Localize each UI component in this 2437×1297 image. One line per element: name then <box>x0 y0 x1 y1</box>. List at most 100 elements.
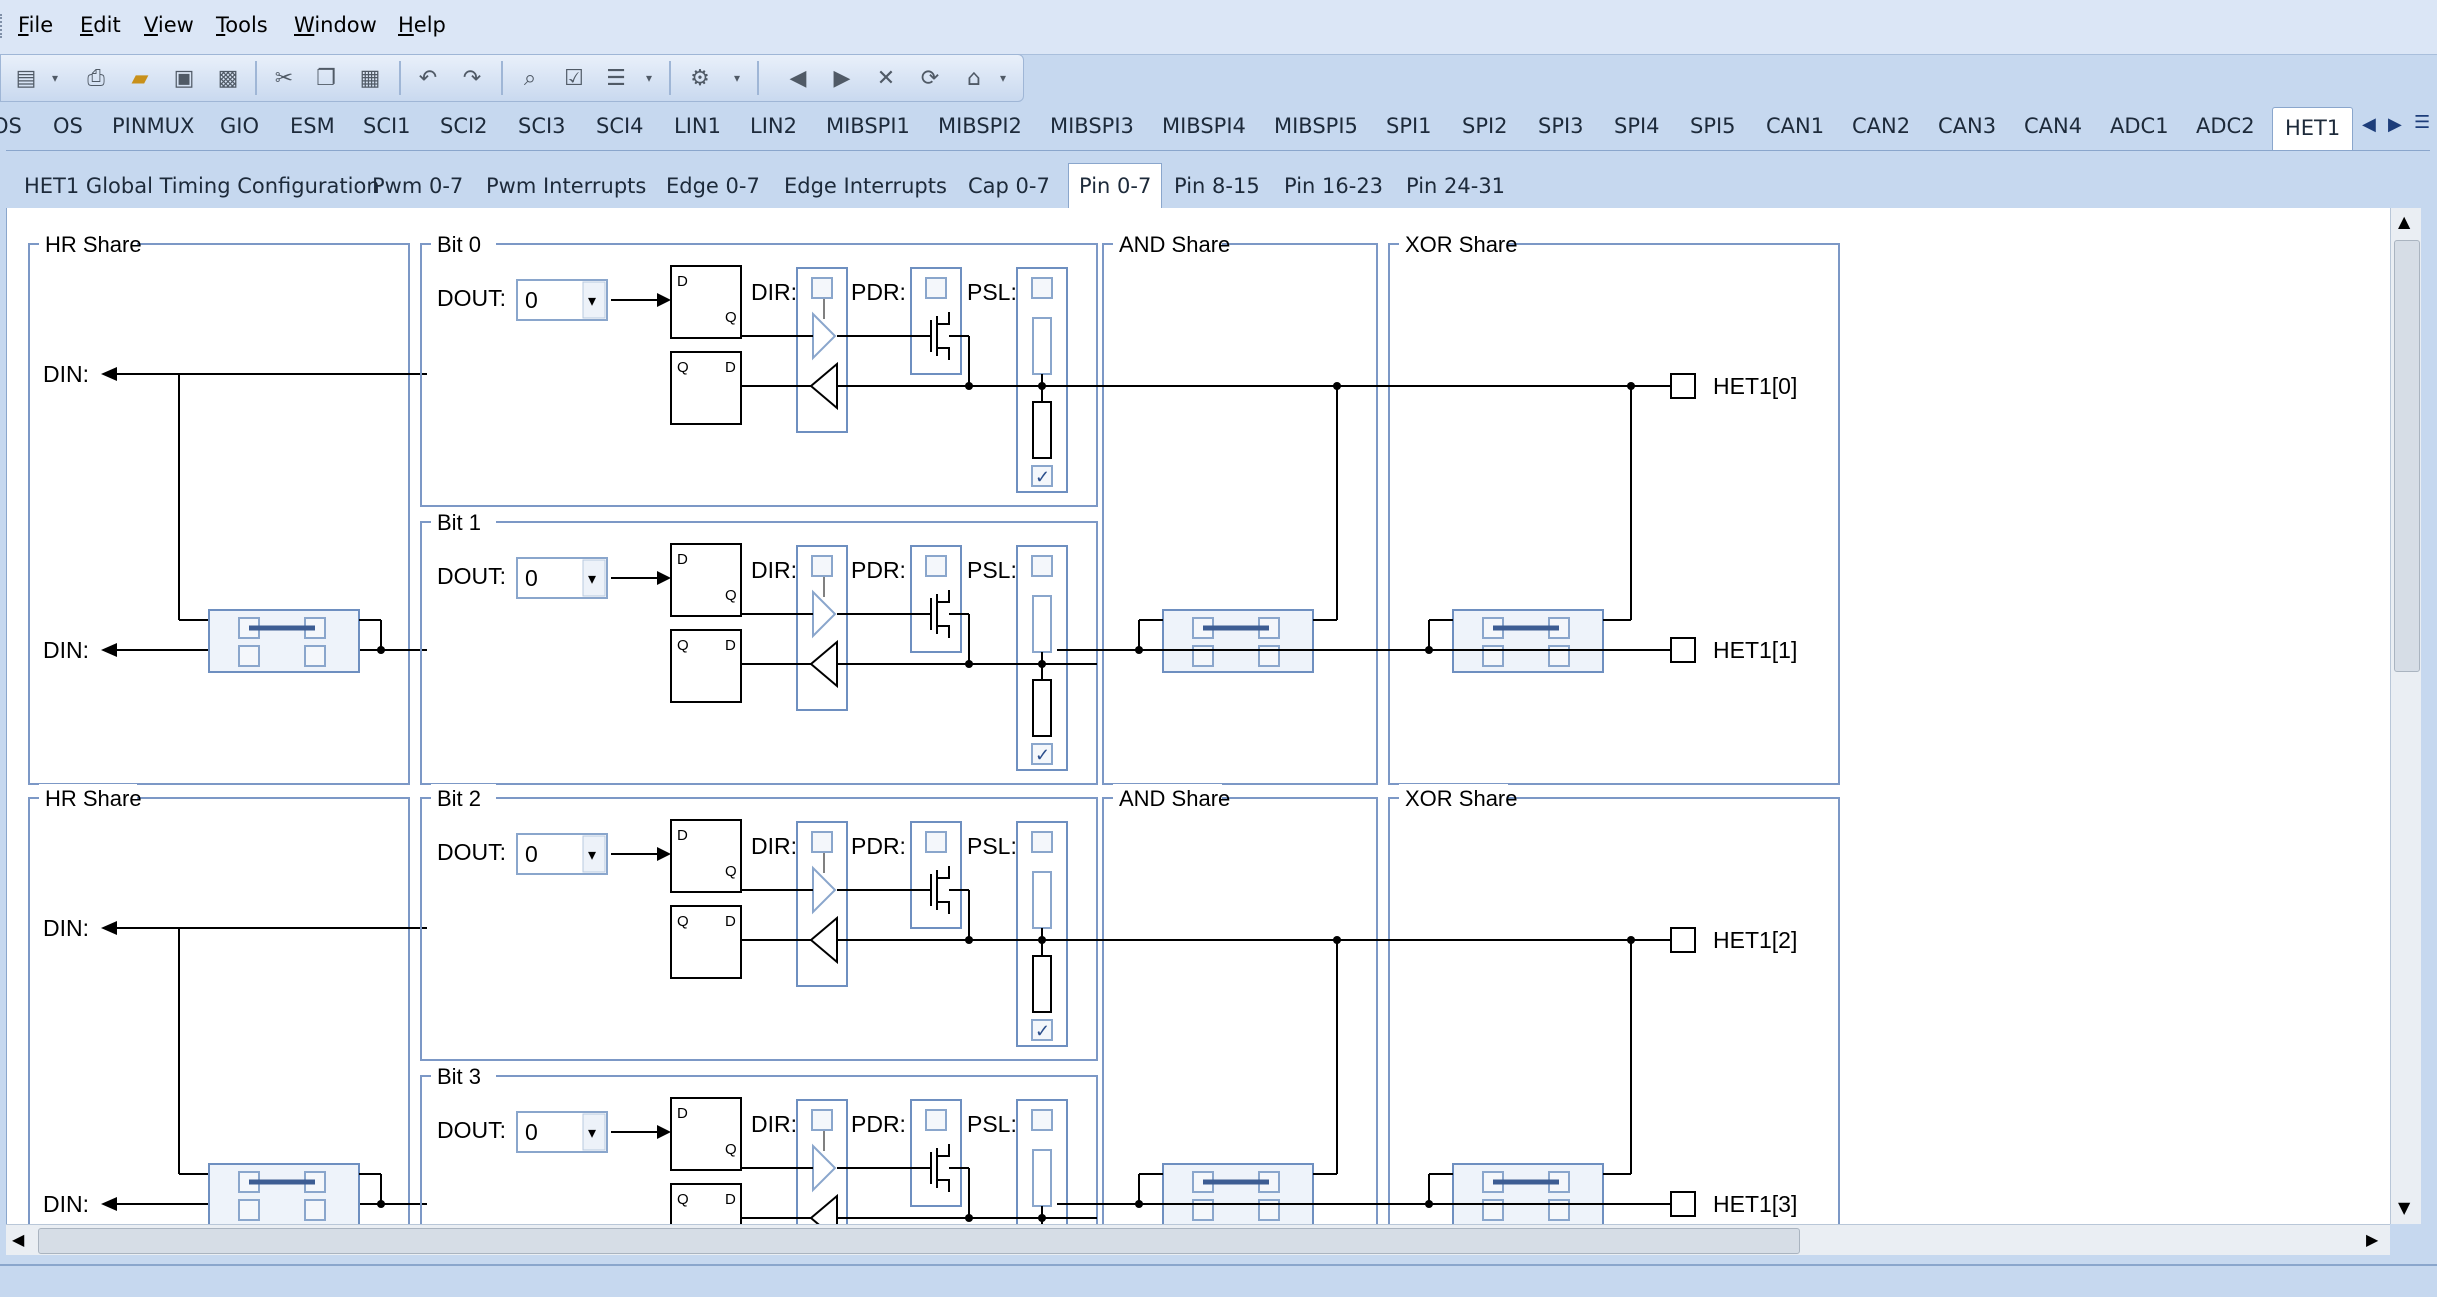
refresh-icon[interactable]: ⟳ <box>920 65 940 91</box>
scroll-up-icon[interactable]: ▲ <box>2398 212 2411 231</box>
pin-2-pad[interactable] <box>1670 927 1696 953</box>
horizontal-scroll-thumb[interactable] <box>38 1228 1800 1254</box>
subtab-edge-interrupts[interactable]: Edge Interrupts <box>784 174 947 198</box>
new-project-icon[interactable]: ▤ <box>15 65 37 91</box>
scroll-left-icon[interactable]: ◀ <box>12 1230 25 1249</box>
bit-0-dir-checkbox[interactable] <box>811 277 833 299</box>
new-dropdown-icon[interactable]: ▾ <box>51 71 59 85</box>
tab-can1[interactable]: CAN1 <box>1766 114 1825 138</box>
subtab-pin-24-31[interactable]: Pin 24-31 <box>1406 174 1506 198</box>
tab-pinmux[interactable]: PINMUX <box>112 114 195 138</box>
bit-1-dout-dropdown[interactable] <box>582 559 606 597</box>
hr-share-switch-2-cb3[interactable] <box>238 1199 260 1221</box>
toolbar-overflow-icon[interactable]: ▾ <box>645 71 653 85</box>
tab-os-2[interactable]: OS <box>53 114 83 138</box>
tab-scroll-right-icon[interactable]: ▶ <box>2388 114 2402 135</box>
tab-mibspi2[interactable]: MIBSPI2 <box>938 114 1022 138</box>
subtab-edge-0-7[interactable]: Edge 0-7 <box>666 174 760 198</box>
bit-3-psl-top-checkbox[interactable] <box>1031 1109 1053 1131</box>
tab-lin1[interactable]: LIN1 <box>674 114 721 138</box>
hr-share-switch-0-cb4[interactable] <box>304 645 326 667</box>
horizontal-scrollbar[interactable]: ◀ ▶ <box>6 1224 2390 1255</box>
tab-spi2[interactable]: SPI2 <box>1462 114 1508 138</box>
tab-adc2[interactable]: ADC2 <box>2196 114 2255 138</box>
subtab-cap-0-7[interactable]: Cap 0-7 <box>968 174 1050 198</box>
tab-lin2[interactable]: LIN2 <box>750 114 797 138</box>
tab-mibspi5[interactable]: MIBSPI5 <box>1274 114 1358 138</box>
stop-icon[interactable]: ✕ <box>876 65 896 91</box>
scroll-down-icon[interactable]: ▼ <box>2398 1198 2411 1217</box>
bit-1-dir-checkbox[interactable] <box>811 555 833 577</box>
pin-0-pad[interactable] <box>1670 373 1696 399</box>
save-icon[interactable]: ▣ <box>173 65 195 91</box>
hr-share-switch-0[interactable] <box>208 609 360 673</box>
tab-can3[interactable]: CAN3 <box>1938 114 1997 138</box>
undo-icon[interactable]: ↶ <box>418 65 438 91</box>
subtab-pwm-interrupts[interactable]: Pwm Interrupts <box>486 174 647 198</box>
menu-tools[interactable]: Tools <box>216 13 268 37</box>
home-icon[interactable]: ⌂ <box>967 65 981 91</box>
bit-0-dout-dropdown[interactable] <box>582 281 606 319</box>
back-icon[interactable]: ◀ <box>789 65 807 91</box>
copy-icon[interactable]: ❐ <box>316 65 336 91</box>
bit-3-dir-checkbox[interactable] <box>811 1109 833 1131</box>
tab-gio[interactable]: GIO <box>220 114 259 138</box>
tab-sci4[interactable]: SCI4 <box>596 114 644 138</box>
open-folder-icon[interactable]: ▰ <box>131 65 149 91</box>
print-icon[interactable]: ⎙ <box>87 65 105 91</box>
and-share-switch-0[interactable] <box>1162 609 1314 673</box>
tab-scroll-left-icon[interactable]: ◀ <box>2362 114 2376 135</box>
tab-spi3[interactable]: SPI3 <box>1538 114 1584 138</box>
tab-sci3[interactable]: SCI3 <box>518 114 566 138</box>
menu-edit[interactable]: Edit <box>80 13 121 37</box>
bit-1-psl-checkbox[interactable] <box>1031 743 1053 765</box>
hr-share-switch-0-cb3[interactable] <box>238 645 260 667</box>
hr-share-switch-2[interactable] <box>208 1163 360 1224</box>
menu-view[interactable]: View <box>144 13 194 37</box>
tab-spi4[interactable]: SPI4 <box>1614 114 1660 138</box>
bit-0-psl-top-checkbox[interactable] <box>1031 277 1053 299</box>
save-all-icon[interactable]: ▩ <box>217 65 239 91</box>
tab-spi5[interactable]: SPI5 <box>1690 114 1736 138</box>
tab-mibspi3[interactable]: MIBSPI3 <box>1050 114 1134 138</box>
bit-3-pdr-checkbox[interactable] <box>925 1109 947 1131</box>
and-share-switch-2[interactable] <box>1162 1163 1314 1224</box>
paste-icon[interactable]: ▦ <box>359 65 381 91</box>
subtab-pwm-0-7[interactable]: Pwm 0-7 <box>372 174 464 198</box>
find-icon[interactable]: ⌕ <box>523 65 537 91</box>
tab-list-icon[interactable]: ☰ <box>2414 112 2431 133</box>
vertical-scroll-thumb[interactable] <box>2394 240 2420 672</box>
menu-file[interactable]: File <box>18 13 54 37</box>
pin-1-pad[interactable] <box>1670 637 1696 663</box>
pin-3-pad[interactable] <box>1670 1191 1696 1217</box>
xor-share-switch-0[interactable] <box>1452 609 1604 673</box>
bit-1-pdr-checkbox[interactable] <box>925 555 947 577</box>
xor-share-switch-2[interactable] <box>1452 1163 1604 1224</box>
cut-icon[interactable]: ✂ <box>274 65 294 91</box>
bit-0-pdr-checkbox[interactable] <box>925 277 947 299</box>
vertical-scrollbar[interactable]: ▲ ▼ <box>2390 208 2421 1224</box>
subtab-pin-8-15[interactable]: Pin 8-15 <box>1174 174 1260 198</box>
tab-esm[interactable]: ESM <box>290 114 335 138</box>
bit-2-psl-checkbox[interactable] <box>1031 1019 1053 1041</box>
subtab-global-timing[interactable]: HET1 Global Timing Configuration <box>24 174 380 198</box>
tab-can2[interactable]: CAN2 <box>1852 114 1911 138</box>
bit-2-psl-top-checkbox[interactable] <box>1031 831 1053 853</box>
generate-code-icon[interactable]: ⚙ <box>690 65 710 91</box>
tab-mibspi4[interactable]: MIBSPI4 <box>1162 114 1246 138</box>
hr-share-switch-2-cb4[interactable] <box>304 1199 326 1221</box>
tab-sci2[interactable]: SCI2 <box>440 114 488 138</box>
scroll-right-icon[interactable]: ▶ <box>2366 1230 2379 1249</box>
subtab-pin-16-23[interactable]: Pin 16-23 <box>1284 174 1384 198</box>
redo-icon[interactable]: ↷ <box>462 65 482 91</box>
bit-2-pdr-checkbox[interactable] <box>925 831 947 853</box>
bit-2-dout-dropdown[interactable] <box>582 835 606 873</box>
tab-adc1[interactable]: ADC1 <box>2110 114 2169 138</box>
forward-icon[interactable]: ▶ <box>833 65 851 91</box>
tab-can4[interactable]: CAN4 <box>2024 114 2083 138</box>
toolbar-overflow-icon[interactable]: ▾ <box>733 71 741 85</box>
tab-mibspi1[interactable]: MIBSPI1 <box>826 114 910 138</box>
bit-0-psl-checkbox[interactable] <box>1031 465 1053 487</box>
menu-window[interactable]: Window <box>294 13 377 37</box>
list-icon[interactable]: ☰ <box>606 65 626 91</box>
